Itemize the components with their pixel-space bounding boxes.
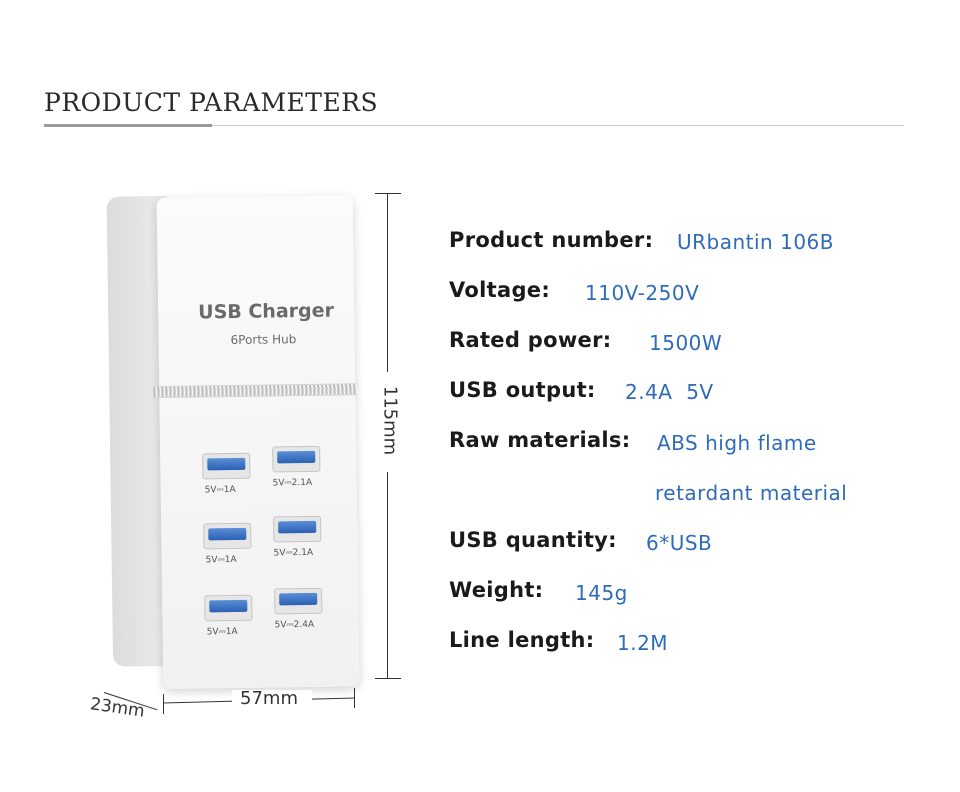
port-label: 5V⎓1A bbox=[205, 554, 237, 566]
param-value-rated-power: 1500W bbox=[649, 331, 723, 355]
device-front-face: USB Charger 6Ports Hub 5V⎓1A 5V⎓2.1A 5V⎓… bbox=[153, 195, 360, 689]
param-label-line-length: Line length: bbox=[449, 628, 595, 652]
param-label-weight: Weight: bbox=[449, 578, 544, 602]
width-dimension-tick-right bbox=[354, 688, 355, 708]
param-label-voltage: Voltage: bbox=[449, 278, 551, 302]
param-value-usb-output: 2.4A 5V bbox=[625, 380, 714, 404]
usb-port bbox=[274, 587, 323, 615]
height-dimension-gap bbox=[380, 372, 396, 472]
port-label: 5V⎓2.4A bbox=[274, 619, 315, 631]
param-label-product-number: Product number: bbox=[449, 228, 654, 252]
width-dimension-gap bbox=[232, 690, 312, 710]
param-value-raw-materials-continued: retardant material bbox=[655, 481, 848, 505]
heading-rule bbox=[44, 125, 904, 126]
usb-port bbox=[202, 452, 251, 480]
param-value-product-number: URbantin 106B bbox=[677, 230, 834, 254]
param-value-raw-materials: ABS high flame bbox=[657, 431, 817, 455]
param-value-weight: 145g bbox=[575, 581, 628, 605]
device-vent-strip bbox=[153, 383, 358, 399]
height-dimension-tick-bottom bbox=[375, 678, 401, 679]
device-subtitle: 6Ports Hub bbox=[230, 332, 297, 348]
param-label-usb-quantity: USB quantity: bbox=[449, 528, 617, 552]
port-label: 5V⎓2.1A bbox=[273, 547, 314, 559]
usb-port bbox=[203, 522, 252, 550]
depth-dimension-label: 23mm bbox=[88, 694, 146, 722]
width-dimension-label: 57mm bbox=[240, 688, 298, 709]
usb-port bbox=[272, 445, 321, 473]
port-label: 5V⎓1A bbox=[206, 626, 238, 638]
param-value-usb-quantity: 6*USB bbox=[646, 531, 713, 555]
height-dimension-tick-top bbox=[375, 193, 401, 194]
device-title: USB Charger bbox=[198, 299, 335, 324]
port-label: 5V⎓1A bbox=[204, 484, 236, 496]
param-value-line-length: 1.2M bbox=[617, 631, 669, 655]
param-value-voltage: 110V-250V bbox=[585, 281, 700, 305]
usb-port bbox=[204, 594, 253, 622]
param-label-usb-output: USB output: bbox=[449, 378, 596, 402]
heading-rule-accent bbox=[44, 124, 212, 127]
usb-port bbox=[273, 515, 322, 543]
usb-charger-product-image: USB Charger 6Ports Hub 5V⎓1A 5V⎓2.1A 5V⎓… bbox=[106, 193, 360, 689]
section-heading: PRODUCT PARAMETERS bbox=[44, 88, 379, 117]
port-label: 5V⎓2.1A bbox=[272, 477, 313, 489]
height-dimension-label: 115mm bbox=[379, 385, 401, 456]
width-dimension-tick-left bbox=[163, 694, 164, 714]
param-label-rated-power: Rated power: bbox=[449, 328, 612, 352]
param-label-raw-materials: Raw materials: bbox=[449, 428, 631, 452]
